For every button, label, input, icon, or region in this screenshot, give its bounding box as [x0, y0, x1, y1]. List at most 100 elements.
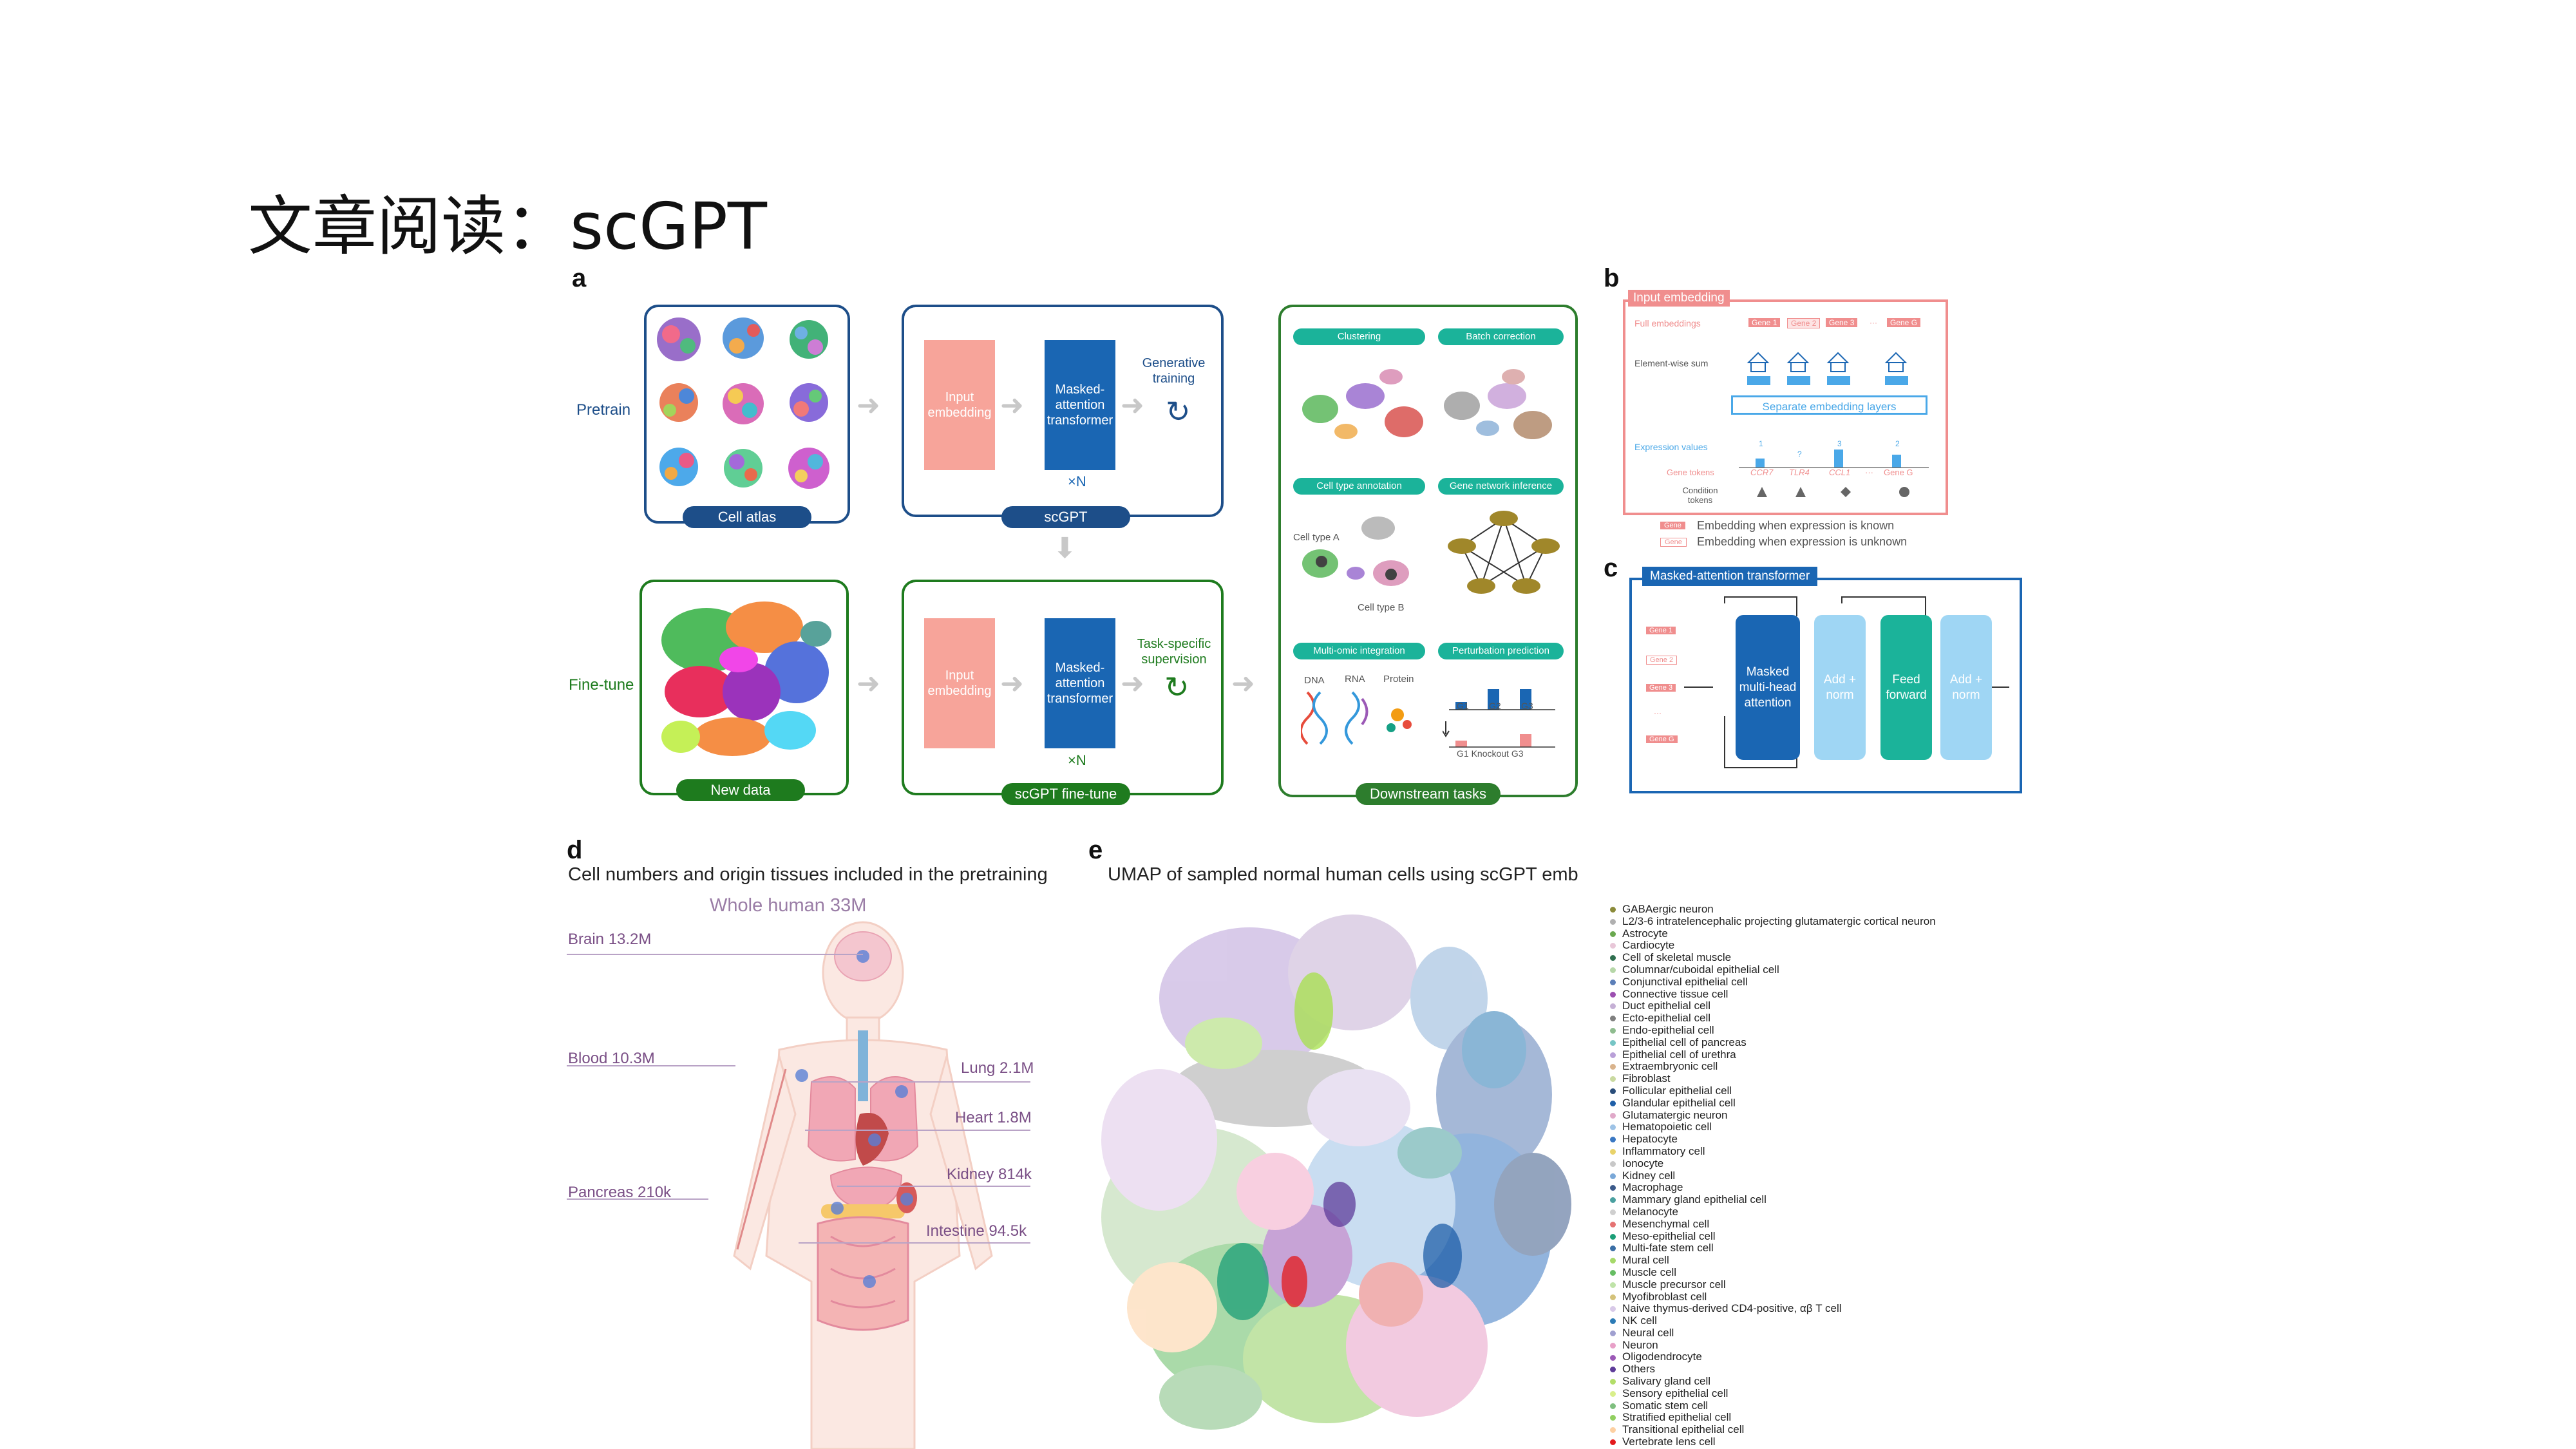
legend-label: Stratified epithelial cell	[1622, 1411, 1732, 1424]
arrow-right-icon: ➜	[1121, 667, 1144, 700]
legend-label: Naive thymus-derived CD4-positive, αβ T …	[1622, 1302, 1842, 1315]
legend-dot-icon	[1610, 1160, 1616, 1167]
gene-chip-2: Gene 2	[1787, 318, 1821, 328]
legend-item: Endo-epithelial cell	[1610, 1023, 2383, 1037]
legend-item: GABAergic neuron	[1610, 903, 2383, 916]
legend-item: Connective tissue cell	[1610, 988, 2383, 1001]
legend-label: GABAergic neuron	[1622, 903, 1714, 915]
separate-embedding-layers: Separate embedding layers	[1731, 395, 1927, 415]
expr-value-3: 3	[1837, 439, 1842, 448]
legend-label: Ionocyte	[1622, 1157, 1664, 1170]
perturb-bottom-labels: G1 Knockout G3	[1457, 748, 1524, 759]
legend-dot-icon	[1610, 1269, 1616, 1276]
full-embeddings-label: Full embeddings	[1634, 318, 1701, 328]
input-gene-g: Gene G	[1646, 735, 1678, 743]
legend-dot-icon	[1610, 1016, 1616, 1022]
legend-label: Others	[1622, 1363, 1656, 1376]
legend-dot-icon	[1610, 1209, 1616, 1215]
legend-dot-icon	[1610, 1427, 1616, 1434]
perturb-top-g1: G1	[1457, 701, 1469, 711]
legend-dot-icon	[1610, 1148, 1616, 1155]
panel-letter-e: e	[1088, 836, 1103, 864]
new-data-box	[639, 580, 849, 795]
legend-label: Transitional epithelial cell	[1622, 1423, 1745, 1436]
clustering-illustration	[1302, 369, 1552, 439]
task-multi-omic: Multi-omic integration	[1293, 643, 1425, 659]
times-n-label: ×N	[1068, 473, 1086, 489]
legend-label: Macrophage	[1622, 1181, 1683, 1194]
gene-network-illustration	[1448, 511, 1560, 594]
task-clustering: Clustering	[1293, 328, 1425, 345]
legend-dot-icon	[1610, 1233, 1616, 1240]
legend-item: Ionocyte	[1610, 1157, 2383, 1170]
legend-item: Macrophage	[1610, 1181, 2383, 1194]
legend-label: Neural cell	[1622, 1326, 1674, 1339]
perturb-top-g3: G3	[1521, 701, 1533, 711]
arrow-down-icon: ⬇	[1053, 532, 1077, 565]
legend-dot-icon	[1610, 1439, 1616, 1446]
legend-item: Glutamatergic neuron	[1610, 1109, 2383, 1122]
legend-label: L2/3-6 intratelencephalic projecting glu…	[1622, 914, 1936, 927]
legend-dot-icon	[1610, 1354, 1616, 1361]
legend-dot-icon	[1610, 1100, 1616, 1106]
legend-item: Others	[1610, 1363, 2383, 1376]
tissue-leader-lines	[567, 954, 1030, 1244]
legend-dot-icon	[1610, 1064, 1616, 1070]
legend-item: Salivary gland cell	[1610, 1375, 2383, 1388]
legend-dot-icon	[1610, 1403, 1616, 1409]
omic-protein: Protein	[1383, 674, 1414, 685]
legend-item: Cardiocyte	[1610, 939, 2383, 952]
legend-label: Extraembryonic cell	[1622, 1060, 1718, 1073]
legend-item: Muscle cell	[1610, 1265, 2383, 1279]
row-label-pretrain: Pretrain	[576, 401, 631, 419]
new-data-umap	[661, 601, 831, 756]
legend-label: Cardiocyte	[1622, 939, 1675, 952]
legend-item: Inflammatory cell	[1610, 1145, 2383, 1158]
legend-item: Sensory epithelial cell	[1610, 1387, 2383, 1400]
legend-label: Somatic stem cell	[1622, 1399, 1709, 1412]
legend-dot-icon	[1610, 1221, 1616, 1227]
feed-forward-block: Feed forward	[1880, 615, 1932, 760]
cell-atlas-label: Cell atlas	[683, 506, 811, 528]
gene-chip-3: Gene 3	[1826, 318, 1858, 327]
legend-dot-icon	[1610, 967, 1616, 973]
legend-item: Duct epithelial cell	[1610, 999, 2383, 1012]
legend-label: Muscle precursor cell	[1622, 1278, 1726, 1291]
arrow-right-icon: ➜	[1231, 667, 1255, 700]
task-batch-correction: Batch correction	[1438, 328, 1564, 345]
finetune-masked-transformer-block: Masked-attention transformer	[1045, 618, 1115, 748]
task-cell-type-annotation: Cell type annotation	[1293, 478, 1425, 495]
legend-item: Mesenchymal cell	[1610, 1218, 2383, 1231]
token-ellipsis: ···	[1865, 468, 1873, 477]
legend-label: Follicular epithelial cell	[1622, 1084, 1732, 1097]
legend-dot-icon	[1610, 1282, 1616, 1288]
chip-ellipsis: ···	[1870, 318, 1877, 327]
legend-item: Multi-fate stem cell	[1610, 1242, 2383, 1255]
legend-item: NK cell	[1610, 1314, 2383, 1327]
legend-chip-unknown: Gene	[1660, 538, 1687, 547]
input-embedding-title: Input embedding	[1628, 290, 1730, 307]
legend-label: Hepatocyte	[1622, 1133, 1678, 1146]
legend-item: Ecto-epithelial cell	[1610, 1012, 2383, 1025]
legend-label: Fibroblast	[1622, 1072, 1671, 1085]
gene-token-ccr7: CCR7	[1750, 468, 1774, 477]
omic-dna: DNA	[1304, 675, 1325, 686]
legend-label: Glandular epithelial cell	[1622, 1096, 1736, 1109]
gene-tokens-label: Gene tokens	[1667, 468, 1714, 477]
legend-item: Neuron	[1610, 1338, 2383, 1352]
legend-label: Mural cell	[1622, 1254, 1669, 1267]
legend-label: Endo-epithelial cell	[1622, 1023, 1714, 1036]
legend-dot-icon	[1610, 1124, 1616, 1131]
legend-label: Neuron	[1622, 1338, 1658, 1351]
legend-dot-icon	[1610, 1390, 1616, 1397]
tissue-lung: Lung 2.1M	[961, 1059, 1034, 1077]
legend-item: Vertebrate lens cell	[1610, 1435, 2383, 1448]
legend-dot-icon	[1610, 1185, 1616, 1191]
legend-label: Muscle cell	[1622, 1265, 1677, 1278]
legend-dot-icon	[1610, 1039, 1616, 1046]
umap-plot	[1101, 914, 1571, 1430]
condition-tokens-label: Condition tokens	[1682, 486, 1718, 505]
transformer-title: Masked-attention transformer	[1642, 567, 1818, 586]
legend-item: Oligodendrocyte	[1610, 1351, 2383, 1363]
